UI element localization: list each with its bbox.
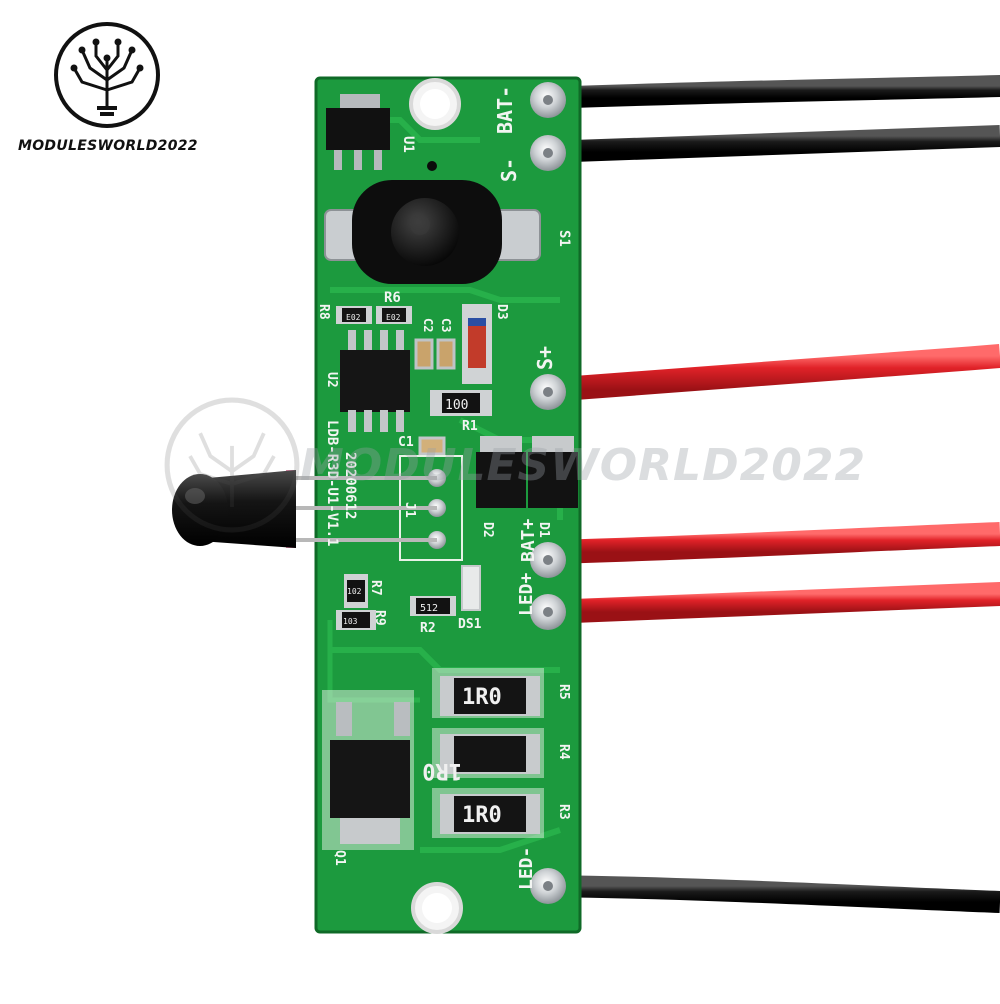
u1-regulator	[326, 94, 390, 170]
silk-c2: C2	[421, 318, 435, 332]
silk-r8: R8	[316, 304, 331, 320]
watermark-text: MODULESWORLD2022	[300, 440, 867, 491]
r1-resistor	[430, 390, 492, 416]
wire-led-minus	[547, 875, 1000, 913]
silk-u1: U1	[400, 136, 416, 153]
silk-r9: R9	[372, 610, 387, 626]
silk-ds1: DS1	[458, 617, 482, 632]
q1-mosfet	[322, 690, 414, 850]
r5-resistor	[432, 668, 544, 718]
mount-hole-bottom	[411, 882, 463, 934]
silk-d1: D1	[536, 522, 551, 538]
mark-r3: 1R0	[462, 803, 502, 828]
silk-r7: R7	[368, 580, 383, 596]
mark-r8: E02	[346, 313, 361, 322]
silk-s-plus: S+	[533, 346, 557, 370]
wire-bat-plus	[547, 522, 1000, 564]
silk-r6: R6	[384, 290, 401, 306]
r4-resistor	[432, 728, 544, 778]
silk-s1: S1	[556, 230, 572, 247]
mark-r1: 100	[445, 398, 468, 413]
silk-led-plus: LED+	[516, 572, 537, 616]
c2-capacitor	[414, 338, 434, 370]
r2-resistor	[410, 596, 456, 616]
silk-d3: D3	[494, 304, 509, 320]
silk-date: 20200612	[342, 452, 358, 519]
silk-bat-minus: BAT-	[493, 86, 517, 134]
mark-r4: 1R0	[422, 758, 462, 783]
c1-capacitor	[418, 436, 446, 456]
pad-bat-minus	[530, 82, 566, 118]
brand-logo-icon	[54, 22, 160, 128]
silk-s-minus: S-	[497, 158, 521, 182]
silk-r4: R4	[556, 744, 571, 760]
silk-u2: U2	[324, 372, 339, 388]
mark-r5: 1R0	[462, 685, 502, 710]
brand-name: MODULESWORLD2022	[18, 138, 198, 154]
r6-resistor	[376, 306, 412, 324]
silk-j1: J1	[402, 502, 417, 518]
wire-led-plus	[547, 582, 1000, 624]
s1-push-switch	[324, 180, 541, 284]
wire-s-minus	[544, 125, 1000, 163]
pad-s-plus	[530, 374, 566, 410]
ir-sensor	[172, 470, 437, 548]
wire-bat-minus	[534, 75, 1000, 109]
silk-q1: Q1	[332, 850, 347, 866]
silk-led-minus: LED-	[516, 847, 537, 890]
silk-model: LDB-R3D-U1-V1.1	[324, 420, 340, 546]
pad-led-plus	[530, 594, 566, 630]
r7-resistor	[344, 574, 368, 608]
r3-resistor	[432, 788, 544, 838]
pad-bat-plus	[530, 542, 566, 578]
pad-led-minus	[530, 868, 566, 904]
mark-r7: 102	[347, 587, 362, 596]
wire-s-plus	[547, 344, 1000, 402]
silk-r1: R1	[462, 419, 478, 434]
u2-ic	[340, 330, 410, 432]
r8-resistor	[336, 306, 372, 324]
d1-diode	[528, 436, 578, 508]
silk-c1: C1	[398, 435, 414, 450]
s1-mark-dot	[427, 161, 437, 171]
silk-bat-plus: BAT+	[518, 518, 539, 562]
c3-capacitor	[436, 338, 456, 370]
r9-resistor	[336, 610, 376, 630]
silk-d2: D2	[480, 522, 495, 538]
silk-c3: C3	[439, 318, 453, 332]
d3-diode	[462, 304, 492, 384]
silk-r5: R5	[556, 684, 571, 700]
watermark-logo-icon	[164, 397, 300, 533]
silk-r2: R2	[420, 621, 436, 636]
d2-diode	[476, 436, 526, 508]
mount-hole-top	[409, 78, 461, 130]
ds1-led	[461, 565, 481, 611]
mark-r9: 103	[343, 617, 358, 626]
mark-r6: E02	[386, 313, 401, 322]
pad-s-minus	[530, 135, 566, 171]
silk-r3: R3	[556, 804, 571, 820]
mark-r2: 512	[420, 603, 438, 614]
